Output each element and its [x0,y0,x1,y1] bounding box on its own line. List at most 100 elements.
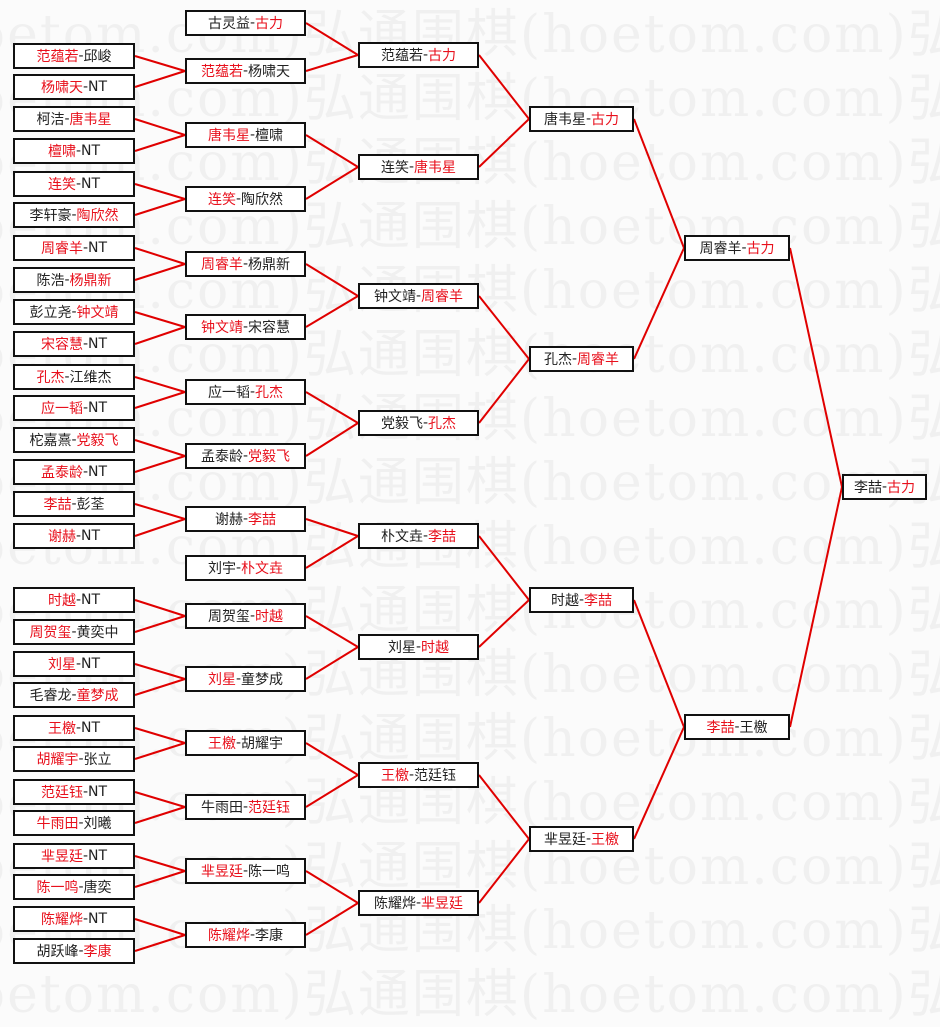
bracket-connector-line [305,263,359,297]
player-name: 古力 [255,16,284,32]
bracket-connector-line [305,615,359,648]
player-name: NT [88,911,108,927]
round-2-match-box: 范蕴若-杨啸天 [185,58,306,84]
player-name: NT [81,528,101,544]
player-name: 杨鼎新 [248,257,291,273]
separator: - [78,48,84,64]
player-name: 古力 [428,48,457,64]
separator: - [249,927,256,943]
player-name: NT [88,848,108,864]
separator: - [71,207,77,223]
bracket-connector-line [134,183,186,200]
player-name: 周睿羊 [577,352,620,368]
bracket-connector-line [305,535,359,569]
round-1-match-box: 刘星-NT [13,651,135,677]
player-name: 李康 [83,944,112,960]
player-name: 李喆 [853,480,882,496]
round-2-match-box: 陈耀烨-李康 [185,922,306,948]
player-name: 陈一鸣 [248,864,291,880]
player-name: 王檄 [591,832,620,848]
separator: - [415,639,422,655]
separator: - [741,240,747,256]
player-name: 党毅飞 [248,449,291,465]
round-1-match-box: 芈昱廷-NT [13,843,135,869]
semifinal-match-box: 周睿羊-古力 [684,235,790,261]
round-1-match-box: 柯洁-唐韦星 [13,106,135,132]
round-1-match-box: 周睿羊-NT [13,235,135,261]
round-2-match-box: 谢赫-李喆 [185,506,306,532]
bracket-connector-line [134,455,186,473]
separator: - [249,384,256,400]
separator: - [408,767,415,783]
bracket-connector-line [478,838,530,904]
player-name: 朴文垚 [241,561,284,577]
player-name: 邱峻 [83,49,112,65]
player-name: 柯洁 [36,112,65,128]
bracket-connector-line [134,326,186,345]
player-name: 李康 [255,928,284,944]
player-name: NT [88,784,108,800]
separator: - [585,111,592,127]
round-1-match-box: 牛雨田-刘曦 [13,810,135,836]
player-name: 牛雨田 [36,816,79,832]
player-name: NT [88,79,108,95]
round-3-match-box: 范蕴若-古力 [358,42,479,68]
bracket-connector-line [134,791,186,808]
round-2-match-box: 周睿羊-杨鼎新 [185,251,306,277]
round-2-match-box: 牛雨田-范廷钰 [185,794,306,820]
semifinal-match-box: 李喆-王檄 [684,714,790,740]
player-name: 李喆 [428,529,457,545]
round-2-match-box: 连笑-陶欣然 [185,186,306,212]
separator: - [78,751,84,767]
bracket-connector-line [134,806,186,824]
player-name: 毛睿龙 [29,688,72,704]
player-name: 周睿羊 [699,241,742,257]
bracket-connector-line [134,870,186,888]
separator: - [249,127,256,143]
round-1-match-box: 谢赫-NT [13,523,135,549]
player-name: 陈耀烨 [207,928,250,944]
bracket-connector-line [134,615,186,633]
bracket-connector-line [134,727,186,744]
player-name: 周贺玺 [29,625,72,641]
round-1-match-box: 毛睿龙-童梦成 [13,682,135,708]
player-name: 陈浩 [36,273,65,289]
player-name: 陶欣然 [241,192,284,208]
bracket-connector-line [134,391,186,409]
round-1-match-box: 孟泰龄-NT [13,459,135,485]
separator: - [75,143,82,159]
bracket-connector-line [134,70,186,88]
player-name: 杨鼎新 [69,273,112,289]
player-name: 陈耀烨 [373,896,416,912]
round-1-match-box: 周贺玺-黄奕中 [13,619,135,645]
separator: - [78,943,84,959]
separator: - [71,624,77,640]
player-name: 时越 [421,640,450,656]
bracket-connector-line [478,774,530,840]
player-name: 范蕴若 [200,64,243,80]
separator: - [82,464,89,480]
player-name: 王檄 [47,721,76,737]
bracket-connector-line [305,134,359,168]
round-3-match-box: 刘星-时越 [358,634,479,660]
bracket-connector-line [789,247,843,488]
round-3-match-box: 党毅飞-孔杰 [358,410,479,436]
round-1-match-box: 李喆-彭荃 [13,491,135,517]
separator: - [75,720,82,736]
player-name: 范蕴若 [380,48,423,64]
player-name: 胡跃峰 [36,944,79,960]
bracket-connector-line [134,742,186,760]
round-2-match-box: 应一韬-孔杰 [185,379,306,405]
player-name: NT [81,656,101,672]
bracket-connector-line [134,247,186,265]
player-name: 李喆 [43,497,72,513]
bracket-connector-line [633,599,685,728]
round-3-match-box: 陈耀烨-芈昱廷 [358,890,479,916]
player-name: 应一韬 [207,385,250,401]
player-name: 刘星 [387,640,416,656]
player-name: 范蕴若 [36,49,79,65]
bracket-connector-line [134,503,186,520]
player-name: 孟泰龄 [40,465,83,481]
player-name: 童梦成 [76,688,119,704]
bracket-connector-line [134,263,186,281]
